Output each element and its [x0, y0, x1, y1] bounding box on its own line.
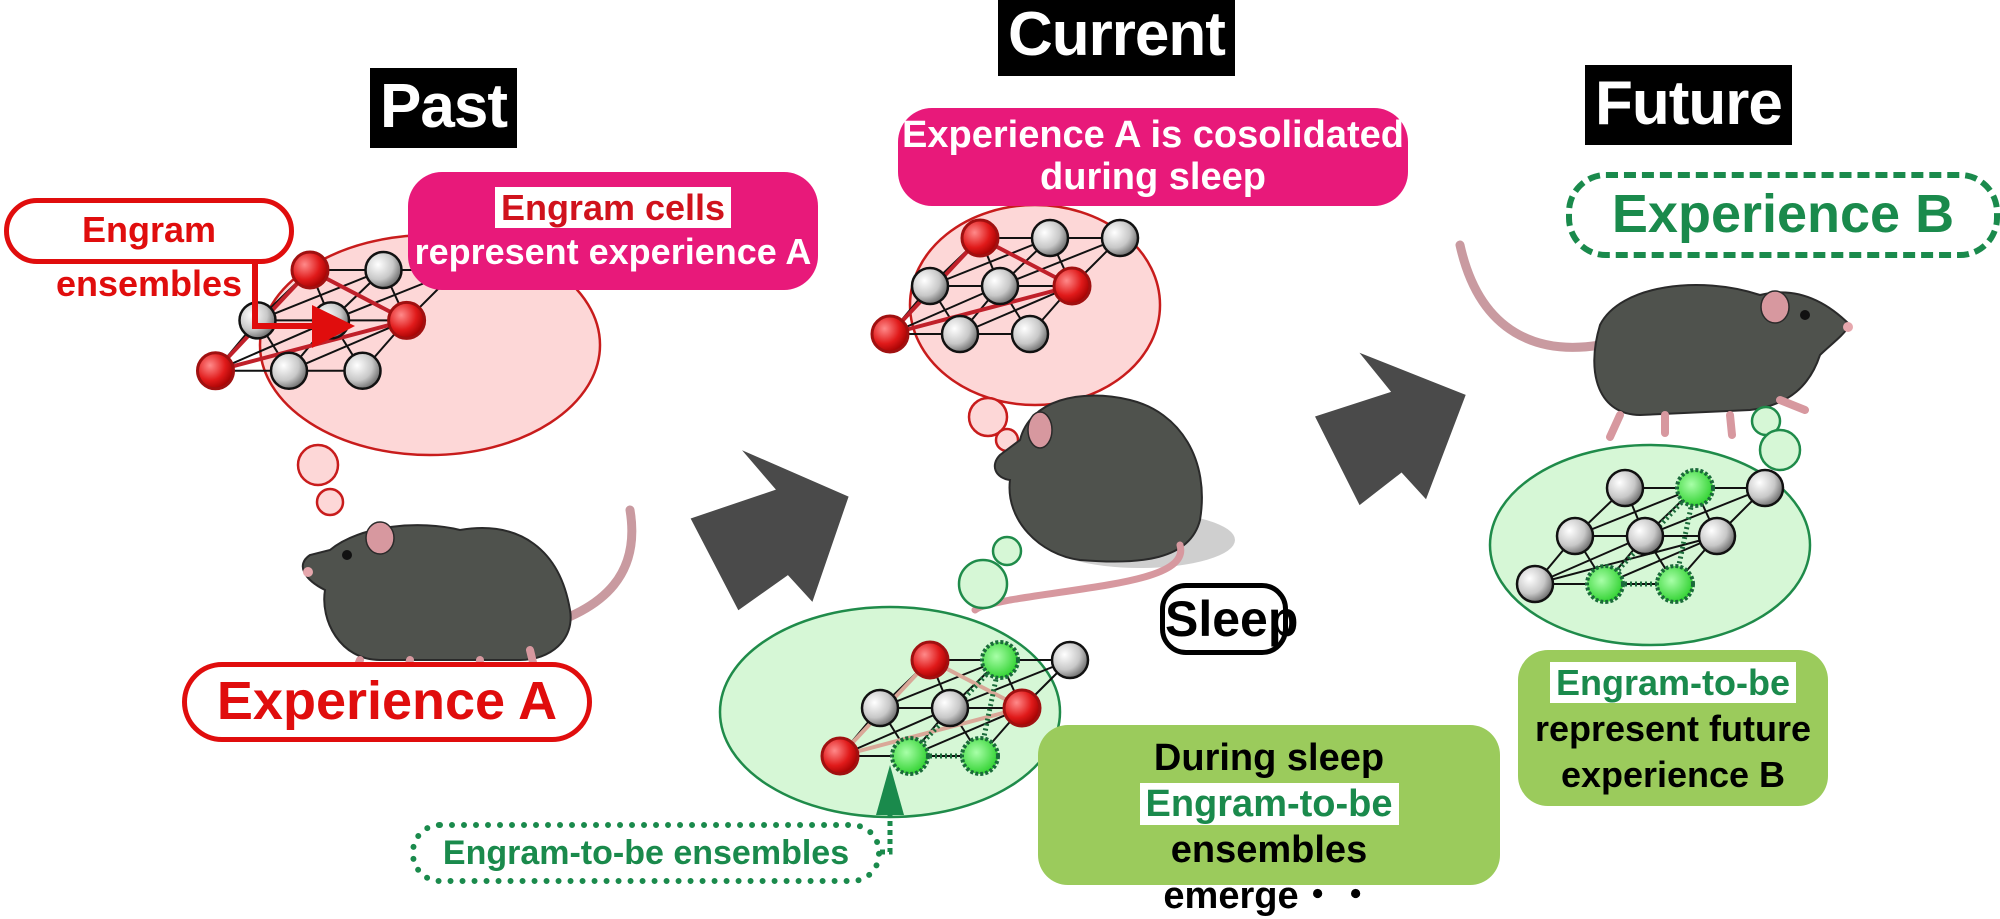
- experience-a-label: Experience A: [182, 662, 592, 742]
- network-edge: [889, 285, 1001, 335]
- network-edge: [959, 285, 1073, 335]
- engram-to-be-node: [1675, 468, 1715, 508]
- mouse-walking-future: [1455, 240, 1853, 441]
- consolidated-line-2: during sleep: [1040, 156, 1266, 198]
- network-edge: [839, 707, 951, 757]
- engram-cells-text: represent experience A: [414, 231, 812, 272]
- engram-to-be-node: [1655, 564, 1695, 604]
- during-sleep-box: During sleep Engram-to-be ensembles emer…: [1038, 725, 1500, 917]
- current-bottom-thought-bubble: [718, 535, 1090, 819]
- neuron-node: [1625, 516, 1665, 556]
- network-edge: [949, 659, 1071, 709]
- engram-cell-node: [387, 300, 427, 340]
- to-be-box: Engram-to-be represent future experience…: [1518, 650, 1828, 806]
- network-edge: [288, 319, 407, 372]
- engram-cell-node: [870, 314, 910, 354]
- consolidated-line-1: Experience A is cosolidated: [902, 114, 1404, 156]
- engram-cell-node: [1002, 688, 1042, 728]
- engram-cell-node: [910, 640, 950, 680]
- engram-link: [214, 318, 408, 373]
- mouse-sleeping: [971, 394, 1235, 614]
- past-thought-bubble: [196, 233, 602, 517]
- sleep-label: Sleep: [1160, 583, 1298, 655]
- engram-cells-highlight: Engram cells: [494, 187, 732, 228]
- during-sleep-line-3: emerge・・: [1163, 875, 1375, 917]
- future-thought-bubble: [1488, 405, 1812, 647]
- phase-title-future: Future: [1585, 65, 1792, 145]
- engram-to-be-callout: Engram-to-be ensembles: [410, 822, 882, 884]
- neuron-node: [1697, 516, 1737, 556]
- engram-cells-box: Engram cells represent experience A: [408, 172, 818, 290]
- engram-cell-node: [196, 351, 235, 391]
- engram-link: [889, 284, 1073, 336]
- neuron-node: [1515, 564, 1555, 604]
- experience-b-label: Experience B: [1566, 172, 2000, 258]
- neuron-node: [269, 351, 309, 391]
- neuron-node: [343, 351, 382, 391]
- engram-to-be-node: [1585, 564, 1625, 604]
- engram-cell-node: [1052, 266, 1092, 306]
- to-be-pointer-arrow: [876, 765, 904, 855]
- network-edge: [929, 237, 1051, 287]
- to-be-line-2: represent future: [1534, 708, 1812, 749]
- during-sleep-line-2: ensembles: [1170, 829, 1368, 871]
- network-edge: [1604, 535, 1718, 585]
- neuron-node: [980, 266, 1020, 306]
- network-edge: [909, 707, 1023, 757]
- engram-to-be-node: [980, 640, 1020, 680]
- neuron-node: [940, 314, 980, 354]
- network-edge: [257, 269, 384, 322]
- neuron-node: [1100, 218, 1140, 258]
- neuron-node: [930, 688, 970, 728]
- neuron-node: [1050, 640, 1090, 680]
- current-top-thought-bubble: [870, 203, 1162, 453]
- engram-to-be-node: [960, 736, 1000, 776]
- neuron-node: [364, 250, 403, 290]
- network-edge: [1644, 487, 1766, 537]
- neuron-node: [860, 688, 900, 728]
- neuron-node: [1605, 468, 1645, 508]
- engram-link: [839, 706, 1023, 758]
- mouse-walking-past: [301, 505, 637, 684]
- network-edge: [1534, 535, 1718, 585]
- neuron-node: [1010, 314, 1050, 354]
- engram-cell-node: [960, 218, 1000, 258]
- consolidated-box: Experience A is cosolidated during sleep: [898, 108, 1408, 206]
- neuron-node: [1745, 468, 1785, 508]
- neuron-node: [910, 266, 950, 306]
- network-edge: [1534, 535, 1646, 585]
- engram-ensembles-callout: Engram ensembles: [4, 198, 294, 304]
- to-be-line-3: experience B: [1560, 754, 1786, 795]
- transition-arrow-1: [690, 450, 849, 611]
- network-edge: [999, 237, 1121, 287]
- phase-title-current: Current: [998, 0, 1235, 76]
- network-current-bottom: [820, 640, 1090, 776]
- engram-cell-node: [820, 736, 860, 776]
- engram-cell-node: [290, 250, 330, 290]
- engram-to-be-node: [890, 736, 930, 776]
- network-current-top: [870, 218, 1140, 354]
- during-sleep-highlight: Engram-to-be: [1139, 783, 1399, 825]
- phase-title-past: Past: [370, 68, 517, 148]
- during-sleep-line-1: During sleep: [1153, 737, 1385, 779]
- neuron-node: [1555, 516, 1595, 556]
- network-edge: [879, 659, 1001, 709]
- diagram-graphics: [196, 203, 1853, 855]
- neuron-node: [1030, 218, 1070, 258]
- transition-arrow-2: [1315, 352, 1466, 506]
- to-be-highlight: Engram-to-be: [1550, 662, 1796, 703]
- network-edge: [1574, 487, 1696, 537]
- network-future: [1515, 468, 1785, 604]
- ensembles-pointer-arrow: [252, 258, 355, 348]
